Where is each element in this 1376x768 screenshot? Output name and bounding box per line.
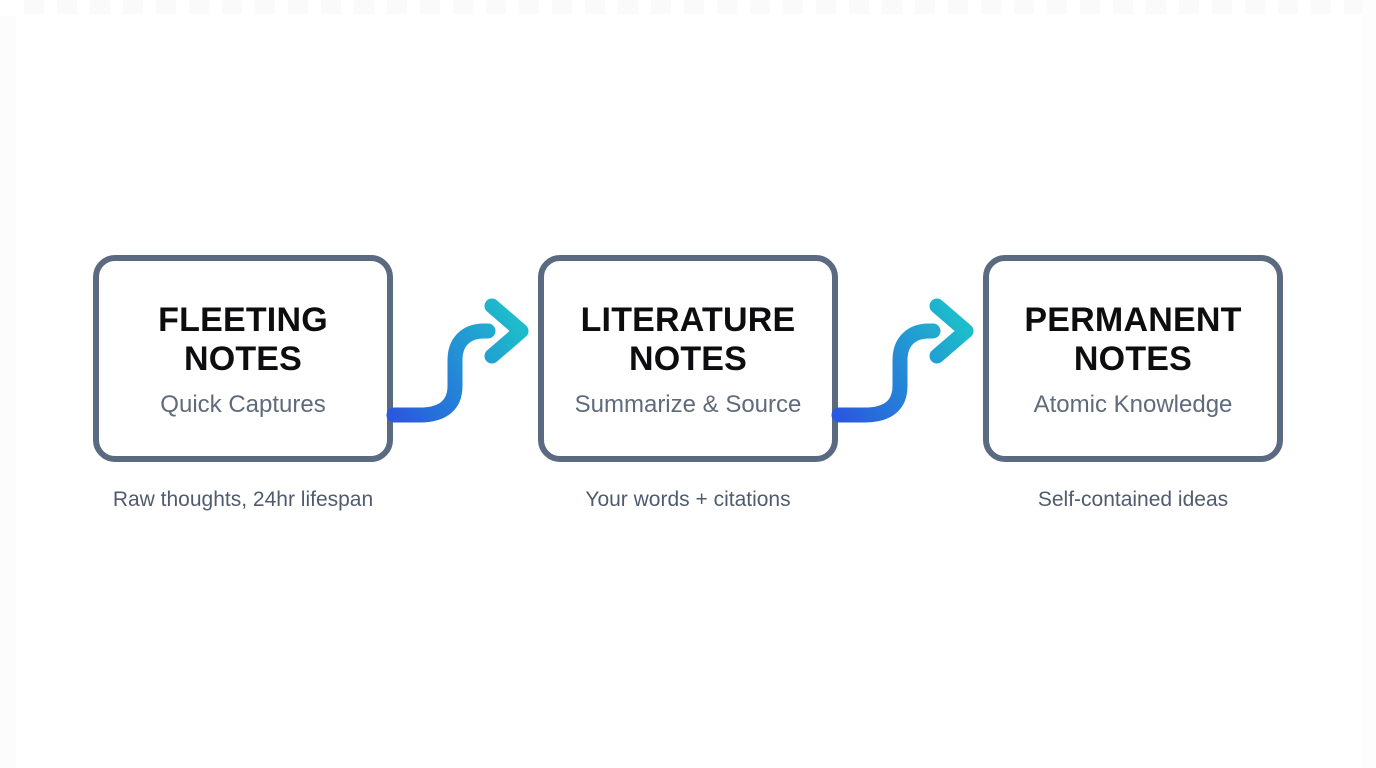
stage-literature-notes: LITERATURE NOTES Summarize & Source Your… xyxy=(538,255,838,512)
arrow-literature-to-permanent xyxy=(831,298,974,423)
top-edge-artifact xyxy=(24,0,1376,14)
right-edge-artifact xyxy=(1362,0,1376,768)
arrowhead-icon xyxy=(484,298,529,364)
title-line: LITERATURE xyxy=(580,301,796,339)
title-line: FLEETING xyxy=(158,301,328,339)
title-line: NOTES xyxy=(1073,340,1193,378)
arrow-fleeting-to-literature xyxy=(386,298,529,423)
literature-notes-caption: Your words + citations xyxy=(585,488,791,511)
stage-permanent-notes: PERMANENT NOTES Atomic Knowledge Self-co… xyxy=(983,255,1283,512)
literature-notes-title: LITERATURE NOTES xyxy=(581,301,796,379)
permanent-notes-caption: Self-contained ideas xyxy=(1037,488,1229,511)
stage-fleeting-notes: FLEETING NOTES Quick Captures Raw though… xyxy=(93,255,393,512)
fleeting-notes-subtitle: Quick Captures xyxy=(160,391,326,418)
permanent-notes-box: PERMANENT NOTES Atomic Knowledge xyxy=(983,255,1283,462)
title-line: NOTES xyxy=(183,340,303,378)
literature-notes-box: LITERATURE NOTES Summarize & Source xyxy=(538,255,838,462)
permanent-notes-subtitle: Atomic Knowledge xyxy=(1033,391,1233,418)
fleeting-notes-caption: Raw thoughts, 24hr lifespan xyxy=(112,488,374,511)
left-edge-artifact xyxy=(0,16,16,768)
literature-notes-subtitle: Summarize & Source xyxy=(574,391,802,418)
arrow-body xyxy=(386,323,496,423)
permanent-notes-title: PERMANENT NOTES xyxy=(1024,301,1241,379)
arrowhead-icon xyxy=(929,298,974,364)
title-line: NOTES xyxy=(628,340,748,378)
title-line: PERMANENT xyxy=(1024,301,1242,339)
arrow-body xyxy=(831,323,941,423)
fleeting-notes-title: FLEETING NOTES xyxy=(158,301,328,379)
fleeting-notes-box: FLEETING NOTES Quick Captures xyxy=(93,255,393,462)
